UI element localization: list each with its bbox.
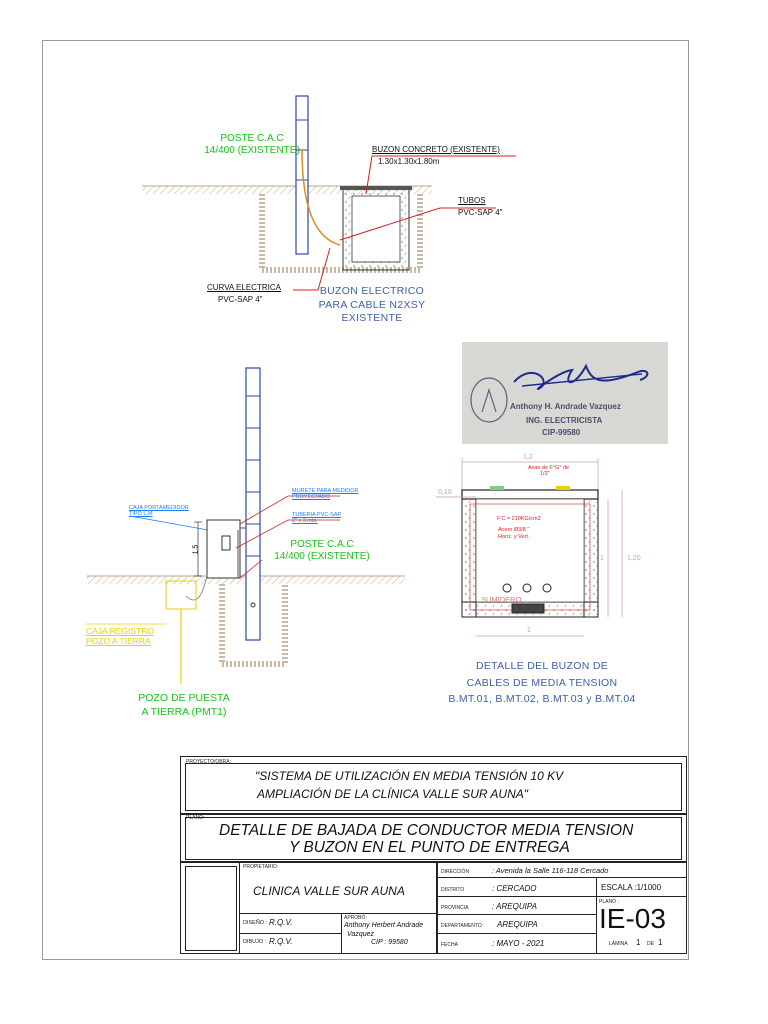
signature-title: ING. ELECTRICISTA bbox=[526, 416, 603, 425]
buzon-lid bbox=[461, 489, 599, 500]
plano-number-label: PLANO : bbox=[599, 899, 619, 905]
dim-bottom: 1 bbox=[527, 627, 531, 634]
excavation-lower bbox=[219, 584, 288, 667]
direccion-label: DIRECCIÓN bbox=[441, 869, 470, 875]
de-label: DE bbox=[647, 941, 654, 947]
project-title-line1: "SISTEMA DE UTILIZACIÓN EN MEDIA TENSIÓN… bbox=[255, 769, 564, 783]
tubos-spec-label: PVC-SAP 4" bbox=[458, 208, 503, 217]
distrito-label: DISTRITO bbox=[441, 887, 465, 893]
pozo-label: POZO DE PUESTA A TIERRA (PMT1) bbox=[138, 692, 230, 718]
signature-name: Anthony H. Andrade Vazquez bbox=[510, 402, 621, 411]
dim-inner: 1 bbox=[600, 555, 604, 562]
buzon-detail-geometry bbox=[436, 458, 623, 637]
buzon-caption: DETALLE DEL BUZON DE CABLES DE MEDIA TEN… bbox=[448, 660, 636, 705]
plano-title-line2: Y BUZON EN EL PUNTO DE ENTREGA bbox=[289, 839, 570, 856]
buzon-left-wall bbox=[461, 498, 477, 618]
caja-registro-label: CAJA REGISTRO POZO A TIERRA bbox=[86, 626, 155, 646]
ground-hatch-upper bbox=[142, 186, 432, 194]
aprobo-name-2: Vazquez bbox=[347, 931, 374, 938]
height-dim-label: 1.5 bbox=[192, 544, 200, 555]
escala-value: ESCALA :1/1000 bbox=[601, 883, 662, 892]
caja-portamedidor bbox=[221, 535, 231, 551]
aprobo-cip: CIP : 99580 bbox=[371, 939, 408, 946]
caja-portamedidor-label: CAJA PORTAMEDIDOR TIPO L.M bbox=[129, 505, 189, 517]
provincia-value: : AREQUIPA bbox=[492, 902, 537, 911]
fecha-value: : MAYO - 2021 bbox=[492, 939, 545, 948]
fecha-label: FECHA bbox=[441, 942, 458, 948]
departamento-value: AREQUIPA bbox=[497, 920, 538, 929]
sumidero bbox=[511, 603, 545, 614]
dibujo-value: R.Q.V. bbox=[269, 937, 293, 946]
asas-label: Asas de F°G° de 1/2" bbox=[528, 465, 570, 477]
diseno-label: DISEÑO : bbox=[243, 920, 268, 926]
dim-left: 0,10 bbox=[438, 489, 452, 496]
engineer-signature-stamp: Anthony H. Andrade Vazquez ING. ELECTRIC… bbox=[462, 342, 668, 444]
lamina-label: LÁMINA bbox=[609, 941, 628, 947]
buzon-dims-label: 1.30x1.30x1.80m bbox=[378, 157, 440, 166]
dim-top: 1,2 bbox=[523, 454, 533, 461]
excavation-upper bbox=[259, 194, 423, 273]
direccion-value: : Avenida la Salle 116-118 Cercado bbox=[492, 866, 609, 875]
buzon-concreto-label: BUZON CONCRETO (EXISTENTE) bbox=[372, 145, 500, 154]
curva-label: CURVA ELECTRICA bbox=[207, 283, 281, 292]
curva-spec-label: PVC-SAP 4" bbox=[218, 295, 263, 304]
plano-heading: PLANO: bbox=[186, 815, 205, 821]
pole-upper bbox=[295, 95, 309, 255]
lamina-value: 1 bbox=[636, 938, 641, 947]
pole-lower bbox=[245, 367, 261, 641]
lower-detail-geometry bbox=[86, 367, 405, 684]
diseno-value: R.Q.V. bbox=[269, 918, 293, 927]
propietario-heading: PROPIETARIO: bbox=[243, 864, 279, 870]
buzon-right-wall bbox=[583, 498, 599, 618]
sumidero-label: SUMIDERO bbox=[481, 595, 522, 604]
aprobo-label: APROBÓ: bbox=[344, 915, 367, 921]
departamento-label: DEPARTAMENTO : bbox=[441, 923, 485, 929]
signature-cip: CIP-99580 bbox=[542, 428, 581, 437]
aprobo-name-1: Anthony Herbert Andrade bbox=[344, 922, 424, 929]
lower-pole-label: POSTE C.A.C 14/400 (EXISTENTE) bbox=[274, 539, 370, 562]
dibujo-label: DIBUJO : bbox=[243, 939, 267, 945]
upper-pole-label: POSTE C.A.C 14/400 (EXISTENTE) bbox=[204, 133, 300, 156]
murete-label: MURETE PARA MEDIDOR PROYECTADO bbox=[292, 488, 359, 500]
signature-scribble bbox=[470, 363, 649, 423]
title-block: PROYECTO/OBRA: "SISTEMA DE UTILIZACIÓN E… bbox=[180, 756, 687, 954]
upper-detail-geometry bbox=[142, 95, 516, 291]
plano-title-line1: DETALLE DE BAJADA DE CONDUCTOR MEDIA TEN… bbox=[219, 822, 634, 839]
propietario-value: CLINICA VALLE SUR AUNA bbox=[253, 884, 405, 898]
curva-electrica bbox=[301, 149, 341, 246]
fc-label: F'C = 210KG/cm2 bbox=[497, 516, 541, 522]
dim-right: 1,20 bbox=[627, 555, 641, 562]
lamina-total: 1 bbox=[658, 938, 663, 947]
project-heading: PROYECTO/OBRA: bbox=[186, 759, 231, 765]
acero-label: Acero Ø3/8 " Horiz. y Vert. bbox=[498, 527, 530, 540]
caja-registro bbox=[165, 580, 197, 610]
project-title-line2: AMPLIACIÓN DE LA CLÍNICA VALLE SUR AUNA" bbox=[257, 787, 529, 801]
tuberia-label: TUBERIA PVC-SAP 2" x 3 mts. bbox=[292, 512, 342, 524]
upper-caption: BUZON ELECTRICO PARA CABLE N2XSY EXISTEN… bbox=[318, 285, 426, 324]
provincia-label: PROVINCIA bbox=[441, 905, 469, 911]
tubos-label: TUBOS bbox=[458, 196, 486, 205]
plano-number: IE-03 bbox=[599, 903, 666, 934]
distrito-value: : CERCADO bbox=[492, 884, 537, 893]
